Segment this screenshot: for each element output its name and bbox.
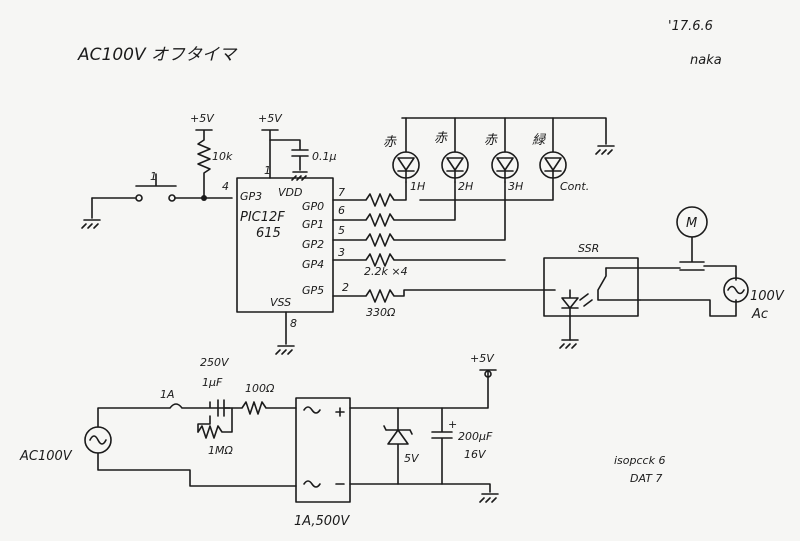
supply-wiring-bottom <box>97 452 297 487</box>
led-cont <box>419 117 567 201</box>
decoupling-cap-value: 0.1μ <box>312 150 337 163</box>
pin-number-gp5: 2 <box>342 281 349 294</box>
mcu-body <box>236 177 334 313</box>
pin-label-gp2: GP2 <box>302 238 324 251</box>
note-line-1: isopcck 6 <box>614 454 665 467</box>
led-3-label: 3H <box>508 180 523 193</box>
vss-ground <box>275 311 295 355</box>
pin-number-vss: 8 <box>290 317 297 330</box>
xcap-value: 1μF <box>202 376 223 389</box>
motor-label: M <box>686 216 697 231</box>
ecap-plus: + <box>448 418 457 431</box>
pin-label-gp1: GP1 <box>302 218 324 231</box>
led-4-label: Cont. <box>560 180 589 193</box>
xcap-voltage: 250V <box>200 356 230 369</box>
led-1-label: 1H <box>410 180 425 193</box>
pin-label-vss: VSS <box>270 296 291 309</box>
led-resistor-gp4 <box>332 253 506 267</box>
ecap-voltage: 16V <box>464 448 487 461</box>
ac-load-voltage: 100V <box>750 289 785 304</box>
ac-wave-icon <box>727 285 745 295</box>
ecap-value: 200μF <box>458 430 493 443</box>
input-switch <box>81 173 233 229</box>
ac-load-type: Ac <box>751 307 768 322</box>
rectifier-output-wiring <box>349 369 499 503</box>
led-2h <box>441 117 469 183</box>
mains-label: AC100V <box>19 449 73 464</box>
mcu-name-line1: PIC12F <box>240 210 285 225</box>
led-resistor-gp1 <box>332 181 456 227</box>
mcu-name-line2: 615 <box>256 226 281 241</box>
led-4-color: 緑 <box>532 133 547 148</box>
bridge-rectifier <box>295 397 351 503</box>
schematic-title: AC100V オフタイマ <box>77 45 238 65</box>
led-resistor-note: 2.2k ×4 <box>364 265 408 278</box>
mains-wave-icon <box>89 435 107 445</box>
bridge-markings <box>303 406 345 488</box>
bleeder-resistor-value: 1MΩ <box>208 444 233 457</box>
pin-number-vdd: 1 <box>264 164 271 177</box>
ssr-drive-resistor <box>332 289 556 303</box>
pullup-resistor <box>195 129 213 199</box>
electrolytic-capacitor <box>431 407 453 485</box>
vcc-label-left: +5V <box>190 112 215 125</box>
pin-label-gp3: GP3 <box>240 190 262 203</box>
led-2-color: 赤 <box>434 131 448 146</box>
ssr-resistor-value: 330Ω <box>366 306 396 319</box>
led-1-color: 赤 <box>383 135 397 150</box>
vcc-label-mid: +5V <box>258 112 283 125</box>
vcc-supply-terminal <box>484 370 492 378</box>
ssr-label: SSR <box>578 242 599 255</box>
pin-number-gp0: 7 <box>338 186 345 199</box>
pullup-value: 10k <box>212 150 233 163</box>
ssr-body <box>543 257 639 317</box>
pin-label-gp0: GP0 <box>302 200 324 213</box>
led-2-label: 2H <box>458 180 473 193</box>
pin-label-gp5: GP5 <box>302 284 324 297</box>
led-3h <box>491 117 519 183</box>
pin-number-gp3: 4 <box>222 180 229 193</box>
led-ground-bus <box>401 117 615 155</box>
motor-wiring <box>605 236 737 317</box>
note-line-2: DAT 7 <box>630 472 662 485</box>
pin-number-gp2: 5 <box>338 224 345 237</box>
supply-wiring-top <box>97 399 297 439</box>
ssr-optocoupler <box>559 267 641 349</box>
date-label: '17.6.6 <box>668 19 713 34</box>
vdd-wiring <box>261 129 309 181</box>
led-1h <box>392 117 420 183</box>
pin-number-gp1: 6 <box>338 204 345 217</box>
series-resistor-value: 100Ω <box>245 382 275 395</box>
zener-diode <box>383 407 413 485</box>
zener-voltage: 5V <box>404 452 420 465</box>
ac-load-source <box>723 277 749 303</box>
bridge-label: 1A,500V <box>294 514 350 529</box>
fuse-label: 1A <box>160 388 175 401</box>
pin-label-gp4: GP4 <box>302 258 324 271</box>
pin-number-gp4: 3 <box>338 246 345 259</box>
author-label: naka <box>690 53 722 68</box>
pin-label-vdd: VDD <box>278 186 302 199</box>
led-resistor-gp2 <box>332 181 506 247</box>
led-resistor-gp0 <box>332 181 407 207</box>
led-3-color: 赤 <box>484 133 498 148</box>
switch-label: 1 <box>150 170 157 183</box>
vcc-label-supply: +5V <box>470 352 495 365</box>
